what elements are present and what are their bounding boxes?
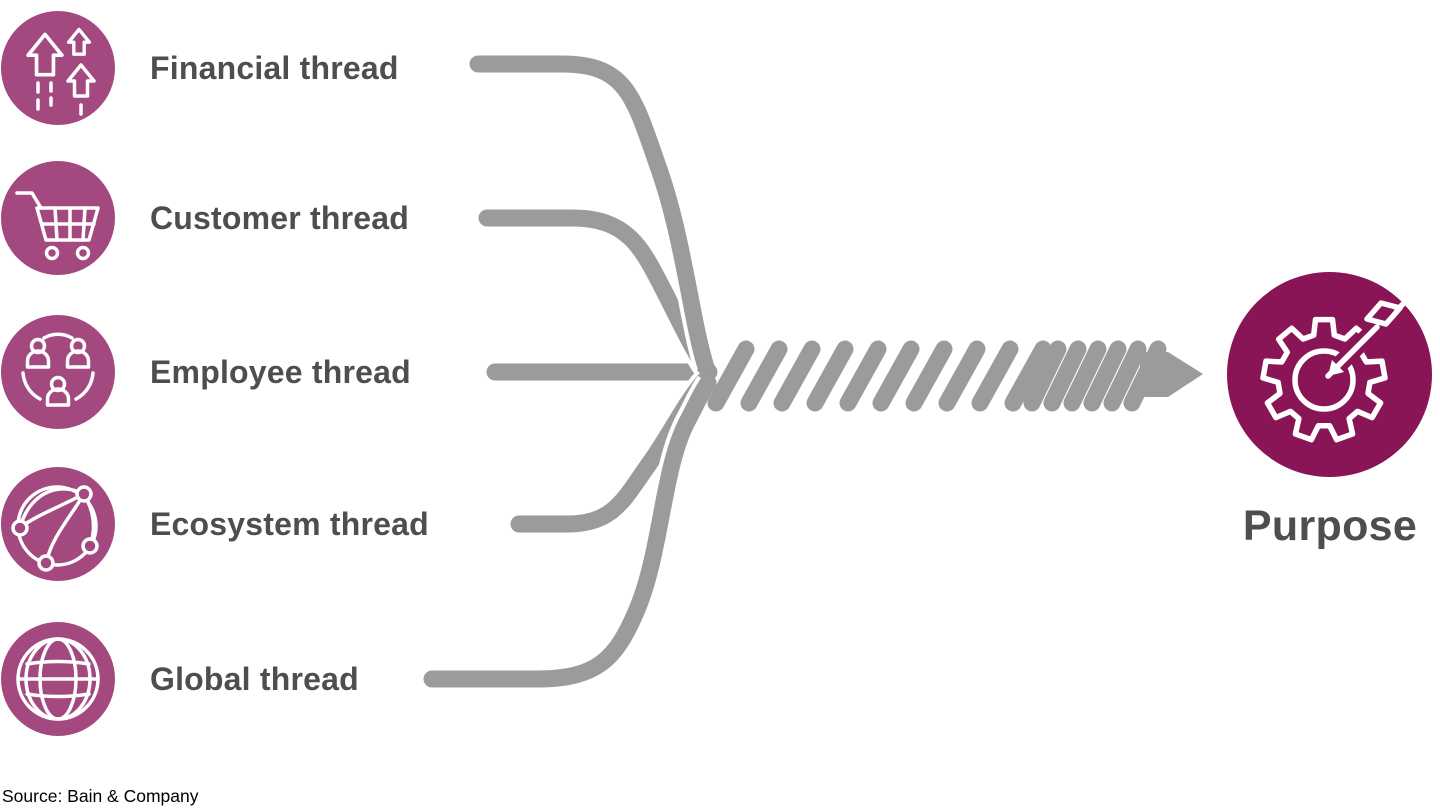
rope-twist-segment xyxy=(905,340,953,412)
employee-thread-circle xyxy=(1,315,115,429)
ecosystem-thread-circle xyxy=(1,467,115,581)
customer-thread-line xyxy=(478,209,716,379)
purpose-circle xyxy=(1227,272,1432,477)
gear-target-dart-icon xyxy=(1260,296,1411,443)
purpose-label: Purpose xyxy=(1242,502,1418,550)
global-thread-casing xyxy=(432,375,719,692)
shopping-cart-icon xyxy=(15,191,100,261)
rope-twist-segment xyxy=(938,340,986,412)
rope-twist-segment xyxy=(1043,340,1087,412)
rope-twist-segment xyxy=(1123,340,1167,412)
source-note: Source: Bain & Company xyxy=(2,786,199,806)
network-sphere-icon xyxy=(11,485,99,572)
customer-thread-casing xyxy=(487,205,718,378)
globe-icon xyxy=(16,637,100,721)
rope-twist-segment xyxy=(1004,340,1052,412)
financial-thread-line xyxy=(469,55,715,376)
employee-thread-label: Employee thread xyxy=(150,353,411,390)
rope-twist-segment xyxy=(971,340,1019,412)
rope-twist-segment xyxy=(1103,340,1147,412)
braided-rope xyxy=(707,340,1167,412)
global-thread-label: Global thread xyxy=(150,660,359,697)
ecosystem-thread-line xyxy=(510,370,715,533)
financial-thread-circle xyxy=(1,11,115,125)
ecosystem-thread-casing xyxy=(519,370,716,537)
financial-thread-casing xyxy=(478,51,718,371)
global-thread-circle xyxy=(1,622,115,736)
customer-thread-circle xyxy=(1,161,115,275)
customer-thread-label: Customer thread xyxy=(150,199,410,236)
rope-twist-segment xyxy=(806,340,854,412)
rope-twist-segment xyxy=(1063,340,1107,412)
rope-twist-segment xyxy=(707,340,755,412)
global-thread-line xyxy=(423,374,717,688)
growth-arrows-icon xyxy=(26,27,96,125)
rope-twist-segment xyxy=(740,340,788,412)
ecosystem-thread-label: Ecosystem thread xyxy=(150,505,429,542)
rope-twist-segment xyxy=(872,340,920,412)
rope-twist-segment xyxy=(773,340,821,412)
rope-twist-segment xyxy=(839,340,887,412)
rope-twist-segment xyxy=(1023,340,1067,412)
rope-arrowhead-icon xyxy=(1140,352,1203,397)
financial-thread-label: Financial thread xyxy=(150,49,399,86)
people-network-icon xyxy=(21,332,95,407)
rope-twist-segment xyxy=(1083,340,1127,412)
